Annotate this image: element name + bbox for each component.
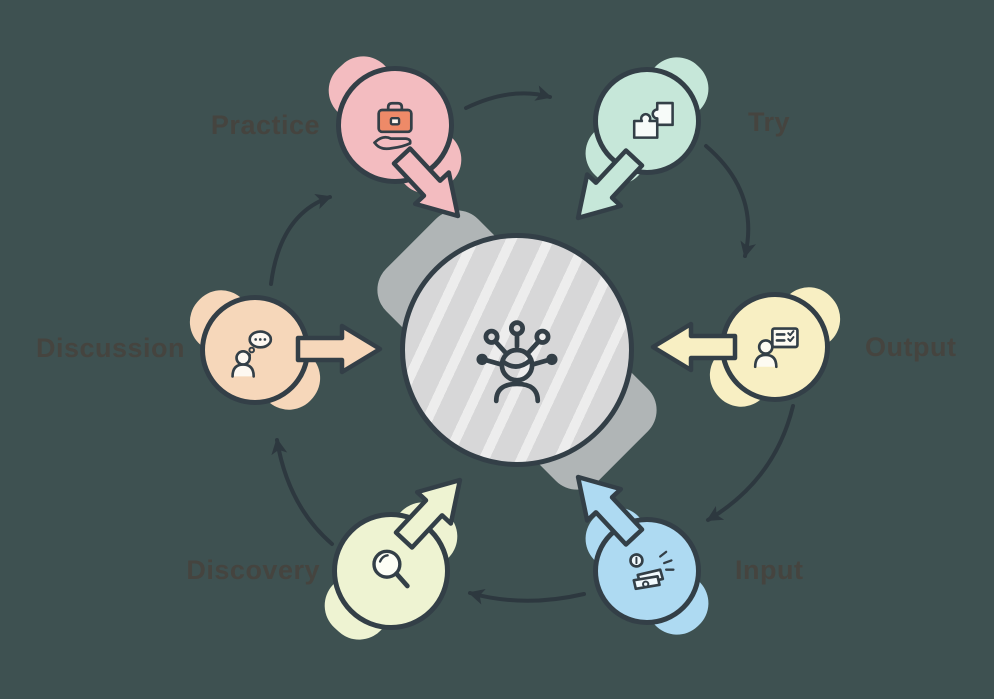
- practice-circle: [336, 66, 454, 184]
- output-label: Output: [865, 332, 957, 362]
- cycle-arrow-input-to-discovery: [468, 589, 586, 605]
- magnifier-icon: [372, 549, 410, 589]
- person-ideas-icon: [476, 320, 558, 404]
- hand-money-icon: [629, 550, 675, 591]
- practice-label: Practice: [210, 110, 320, 140]
- person-presentation-icon: [753, 327, 799, 369]
- node-output: [697, 275, 853, 419]
- center-circle: [400, 233, 634, 467]
- node-input: [573, 495, 721, 647]
- hand-briefcase-icon: [373, 101, 413, 151]
- cycle-arrow-try-to-output: [704, 144, 756, 258]
- node-center-hub: [364, 197, 670, 503]
- puzzle-pieces-icon: [632, 101, 674, 139]
- cycle-arrow-discovery-to-discussion: [271, 438, 334, 546]
- try-circle: [593, 67, 701, 175]
- cycle-arrow-output-to-input: [706, 404, 795, 522]
- input-label: Input: [735, 555, 804, 585]
- discussion-circle: [200, 295, 310, 405]
- node-try: [573, 45, 721, 197]
- node-discovery: [312, 489, 470, 653]
- discovery-circle: [332, 512, 450, 630]
- discovery-label: Discovery: [186, 555, 320, 585]
- cycle-arrow-discussion-to-practice: [269, 193, 332, 286]
- input-circle: [593, 517, 701, 625]
- discussion-label: Discussion: [35, 333, 185, 363]
- cycle-arrow-practice-to-try: [464, 85, 552, 110]
- node-discussion: [177, 278, 333, 422]
- output-circle: [720, 292, 830, 402]
- try-label: Try: [748, 107, 791, 137]
- node-practice: [316, 43, 474, 207]
- person-thinking-icon: [231, 330, 273, 378]
